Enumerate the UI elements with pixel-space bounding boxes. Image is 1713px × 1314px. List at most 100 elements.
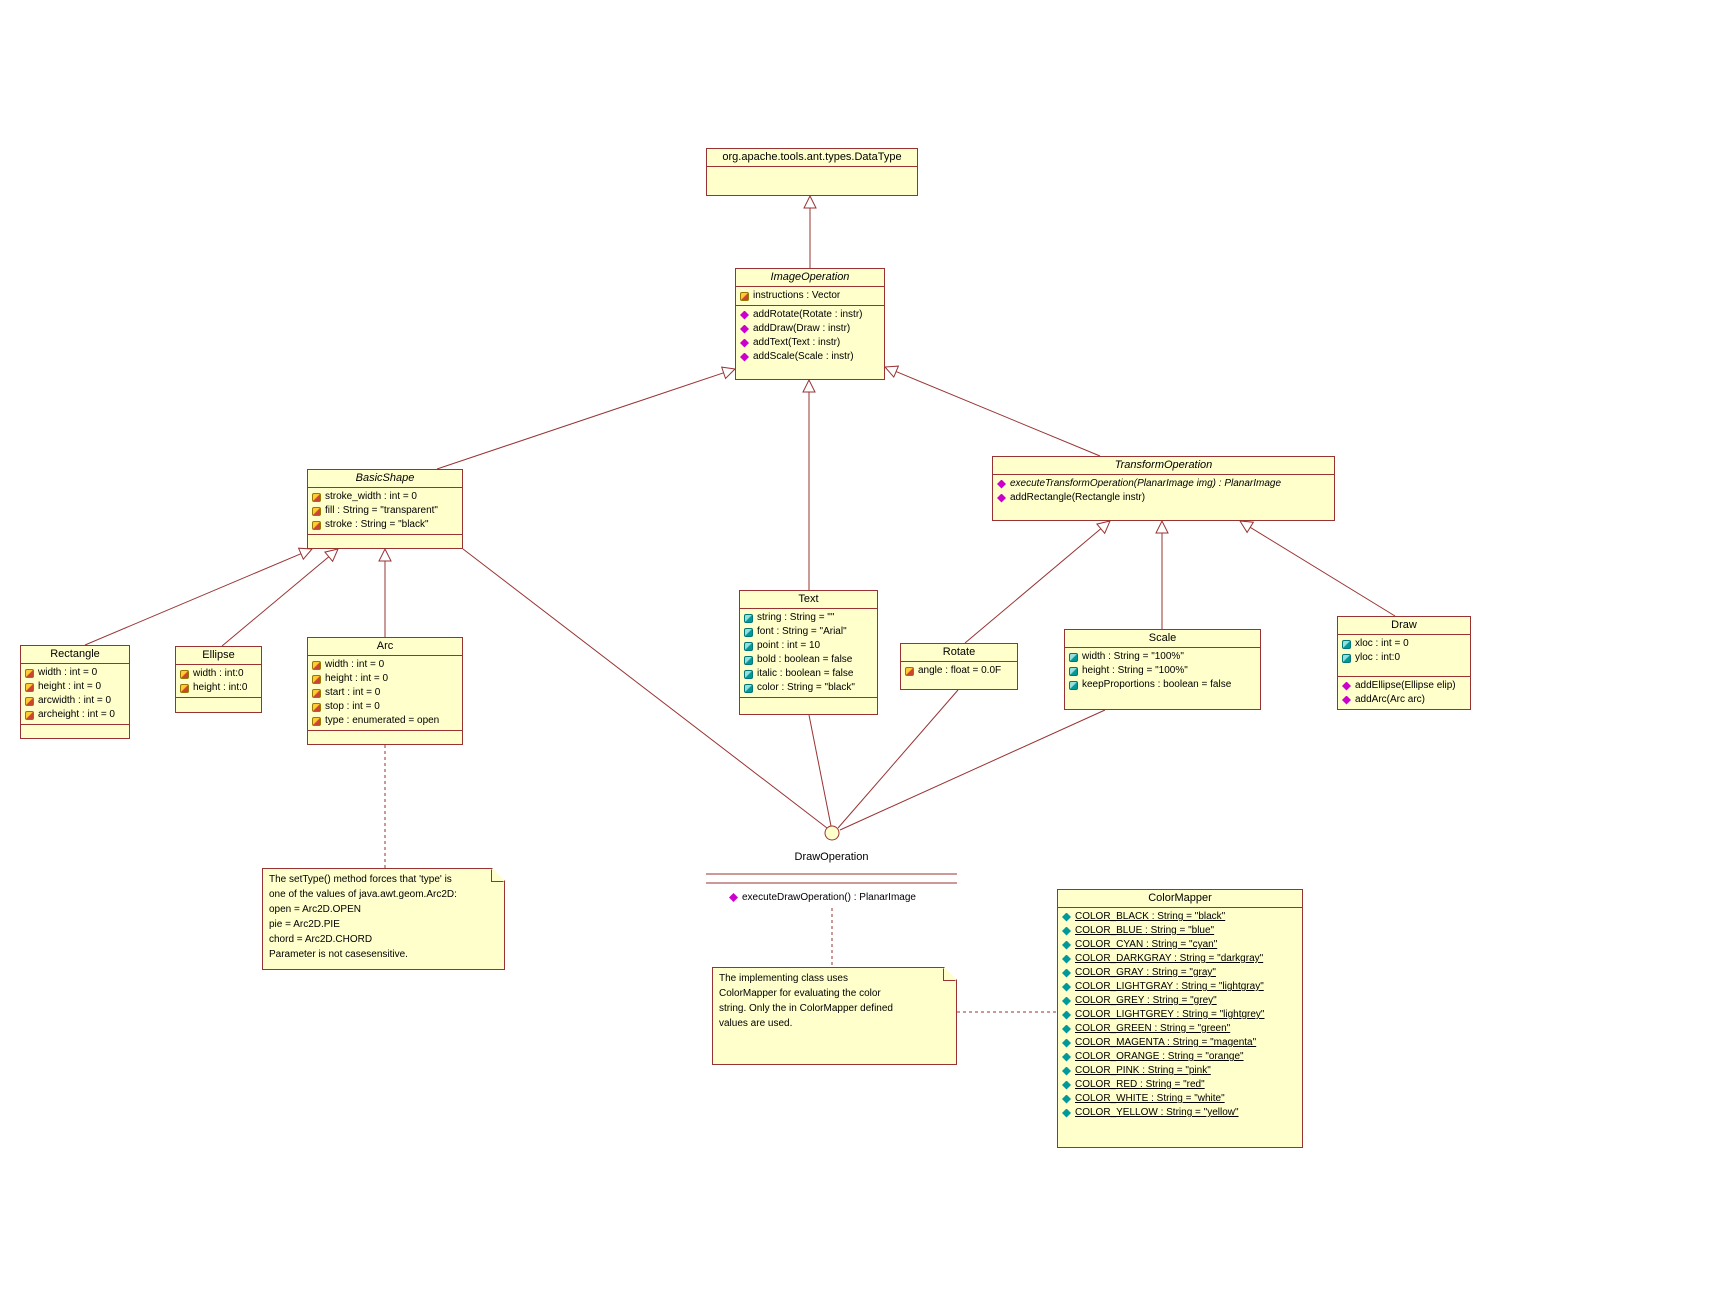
class-scale[interactable]: Scale width : String = "100%" height : S… — [1064, 629, 1261, 710]
attribute-icon — [1062, 926, 1071, 936]
class-text[interactable]: Text string : String = "" font : String … — [739, 590, 878, 715]
attribute-row: COLOR_GREEN : String = "green" — [1061, 1022, 1299, 1036]
interface-operation-row: executeDrawOperation() : PlanarImage — [728, 892, 916, 903]
operations-compartment: addRotate(Rotate : instr) addDraw(Draw :… — [736, 306, 884, 379]
note-arc-settype[interactable]: The setType() method forces that 'type' … — [262, 868, 505, 970]
operation-row: addRotate(Rotate : instr) — [739, 308, 881, 322]
attribute-text: COLOR_DARKGRAY : String = "darkgray" — [1075, 953, 1264, 964]
attribute-icon — [1062, 1052, 1071, 1062]
interface-drawoperation-name[interactable]: DrawOperation — [794, 851, 869, 863]
attribute-icon — [1062, 912, 1071, 922]
attributes-compartment: width : int = 0 height : int = 0 arcwidt… — [21, 664, 129, 725]
attributes-compartment: width : int = 0 height : int = 0 start :… — [308, 656, 462, 731]
attribute-text: instructions : Vector — [753, 290, 841, 301]
attribute-icon — [312, 674, 321, 684]
attribute-text: COLOR_WHITE : String = "white" — [1075, 1093, 1225, 1104]
class-rectangle[interactable]: Rectangle width : int = 0 height : int =… — [20, 645, 130, 739]
generalization-arrowhead — [803, 194, 817, 209]
attributes-compartment: xloc : int = 0 yloc : int:0 — [1338, 635, 1470, 677]
attribute-text: stroke_width : int = 0 — [325, 491, 417, 502]
attribute-icon — [744, 669, 753, 679]
class-basicshape[interactable]: BasicShape stroke_width : int = 0 fill :… — [307, 469, 463, 549]
operation-icon — [729, 893, 738, 902]
class-title: Text — [740, 591, 877, 609]
operations-compartment: executeTransformOperation(PlanarImage im… — [993, 475, 1334, 520]
attribute-text: stop : int = 0 — [325, 701, 380, 712]
attribute-row: color : String = "black" — [743, 681, 874, 695]
attribute-text: COLOR_GREY : String = "grey" — [1075, 995, 1217, 1006]
class-datatype[interactable]: org.apache.tools.ant.types.DataType — [706, 148, 918, 196]
attribute-row: width : int = 0 — [24, 666, 126, 680]
class-colormapper[interactable]: ColorMapper COLOR_BLACK : String = "blac… — [1057, 889, 1303, 1148]
operation-icon — [997, 479, 1006, 489]
attribute-icon — [312, 702, 321, 712]
attribute-row: COLOR_WHITE : String = "white" — [1061, 1092, 1299, 1106]
attribute-row: height : int = 0 — [24, 680, 126, 694]
attribute-row: COLOR_ORANGE : String = "orange" — [1061, 1050, 1299, 1064]
attribute-icon — [180, 669, 189, 679]
operation-icon — [740, 338, 749, 348]
class-title: Rectangle — [21, 646, 129, 664]
attribute-row: italic : boolean = false — [743, 667, 874, 681]
class-imageoperation[interactable]: ImageOperation instructions : Vector add… — [735, 268, 885, 380]
operation-text: addRectangle(Rectangle instr) — [1010, 492, 1146, 503]
attribute-icon — [1062, 940, 1071, 950]
attribute-row: height : String = "100%" — [1068, 664, 1257, 678]
class-arc[interactable]: Arc width : int = 0 height : int = 0 sta… — [307, 637, 463, 745]
attribute-text: COLOR_LIGHTGREY : String = "lightgrey" — [1075, 1009, 1265, 1020]
attribute-icon — [312, 716, 321, 726]
attribute-row: xloc : int = 0 — [1341, 637, 1467, 651]
class-title: org.apache.tools.ant.types.DataType — [707, 149, 917, 167]
operation-text: addDraw(Draw : instr) — [753, 323, 851, 334]
attribute-icon — [312, 520, 321, 530]
attribute-icon — [744, 627, 753, 637]
attribute-row: arcwidth : int = 0 — [24, 694, 126, 708]
note-fold-icon — [491, 869, 504, 882]
attribute-icon — [1069, 652, 1078, 662]
attributes-compartment: width : String = "100%" height : String … — [1065, 648, 1260, 709]
attribute-icon — [312, 660, 321, 670]
class-title: ImageOperation — [736, 269, 884, 287]
attribute-icon — [1062, 1094, 1071, 1104]
attribute-text: start : int = 0 — [325, 687, 381, 698]
operation-text: addRotate(Rotate : instr) — [753, 309, 863, 320]
class-draw[interactable]: Draw xloc : int = 0 yloc : int:0 addElli… — [1337, 616, 1471, 710]
attribute-icon — [1069, 666, 1078, 676]
note-colormapper-usage[interactable]: The implementing class uses ColorMapper … — [712, 967, 957, 1065]
generalization-ellipse-basicshape — [221, 556, 330, 647]
class-transformoperation[interactable]: TransformOperation executeTransformOpera… — [992, 456, 1335, 521]
attribute-text: COLOR_YELLOW : String = "yellow" — [1075, 1107, 1239, 1118]
attribute-icon — [25, 696, 34, 706]
class-ellipse[interactable]: Ellipse width : int:0 height : int:0 — [175, 646, 262, 713]
attribute-text: width : String = "100%" — [1082, 651, 1184, 662]
attribute-icon — [312, 688, 321, 698]
attribute-icon — [905, 666, 914, 676]
attribute-icon — [744, 683, 753, 693]
attribute-row: height : int:0 — [179, 681, 258, 695]
empty-compartment — [176, 698, 261, 712]
attribute-row: point : int = 10 — [743, 639, 874, 653]
attribute-icon — [1062, 1038, 1071, 1048]
attribute-icon — [312, 506, 321, 516]
attribute-row: stop : int = 0 — [311, 700, 459, 714]
attribute-icon — [1062, 968, 1071, 978]
operation-text: addScale(Scale : instr) — [753, 351, 854, 362]
generalization-transformoperation-imageoperation — [895, 371, 1101, 457]
attribute-text: COLOR_CYAN : String = "cyan" — [1075, 939, 1218, 950]
attribute-row: COLOR_BLUE : String = "blue" — [1061, 924, 1299, 938]
attributes-compartment: instructions : Vector — [736, 287, 884, 306]
attribute-text: type : enumerated = open — [325, 715, 440, 726]
attribute-icon — [1069, 680, 1078, 690]
generalization-arrowhead — [883, 365, 900, 379]
attribute-row: height : int = 0 — [311, 672, 459, 686]
attribute-text: yloc : int:0 — [1355, 652, 1401, 663]
attribute-row: instructions : Vector — [739, 289, 881, 303]
class-rotate[interactable]: Rotate angle : float = 0.0F — [900, 643, 1018, 690]
operation-text: executeTransformOperation(PlanarImage im… — [1010, 478, 1282, 489]
attribute-text: color : String = "black" — [757, 682, 855, 693]
class-title: Draw — [1338, 617, 1470, 635]
attributes-compartment: COLOR_BLACK : String = "black" COLOR_BLU… — [1058, 908, 1302, 1147]
class-title: Ellipse — [176, 647, 261, 665]
attribute-icon — [1062, 1024, 1071, 1034]
